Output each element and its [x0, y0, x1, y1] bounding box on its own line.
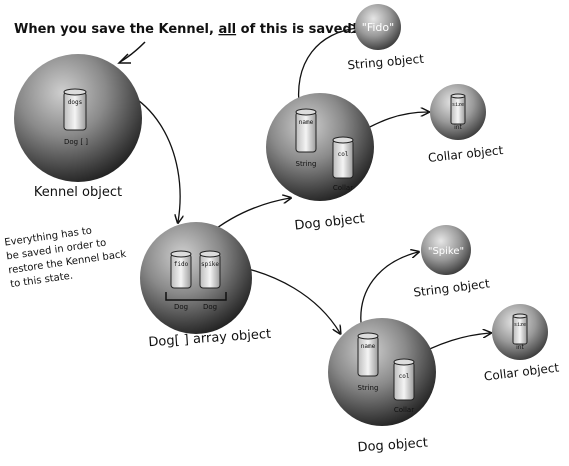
dog-array-sphere: [140, 222, 252, 334]
kennel-label: Kennel object: [34, 185, 122, 200]
dog1-sphere: [266, 93, 374, 201]
svg-text:name: name: [361, 343, 376, 350]
svg-text:size: size: [452, 102, 464, 108]
dog2-sphere: [328, 318, 436, 426]
collar2-label: Collar object: [483, 360, 560, 383]
dog-object-2: name String col Collar Dog object: [328, 318, 436, 455]
array-cup-label-1: Dog: [203, 303, 217, 311]
spike-value: "Spike": [428, 246, 464, 257]
dog2-label: Dog object: [357, 436, 428, 456]
dog1-label: Dog object: [294, 211, 366, 233]
dog1-name-cup: name: [295, 108, 317, 153]
collar-object-2: size int Collar object: [483, 304, 560, 384]
svg-text:fido: fido: [174, 261, 189, 268]
array-cup-fido: fido: [170, 250, 192, 289]
fido-sphere: [355, 4, 401, 50]
dog-array-object: fido spike Dog Dog Dog[ ] array object: [140, 222, 272, 350]
dog1-col-cup-label: Collar: [333, 184, 353, 192]
array-rack: [165, 292, 227, 301]
note-text: Everything has to be saved in order to r…: [4, 225, 127, 290]
arrow-dog2-to-spike: [360, 252, 418, 333]
arrow-dog1-to-fido: [298, 28, 358, 113]
dog-object-1: name String col Collar Dog object: [266, 93, 374, 234]
svg-text:dogs: dogs: [68, 99, 83, 106]
heading-arrowhead: [117, 53, 131, 64]
collar1-size-cup: size: [450, 93, 466, 125]
array-cup-label-0: Dog: [174, 303, 188, 311]
kennel-object: dogs Dog [ ] Kennel object: [14, 54, 142, 200]
svg-text:size: size: [514, 322, 526, 328]
array-cup-spike: spike: [199, 250, 221, 289]
dog-array-label: Dog[ ] array object: [148, 327, 272, 351]
spike-label: String object: [413, 276, 491, 299]
collar1-cup-label: int: [454, 124, 462, 131]
dog2-col-cup-label: Collar: [394, 406, 414, 414]
collar2-size-cup: size: [512, 313, 528, 345]
svg-text:col: col: [338, 151, 349, 158]
dog2-name-cup-label: String: [358, 384, 379, 392]
dog1-name-cup-label: String: [296, 160, 317, 168]
kennel-cup-label: Dog [ ]: [64, 138, 88, 146]
collar-object-1: size int Collar object: [427, 84, 504, 165]
svg-text:name: name: [299, 119, 314, 126]
dog1-col-cup: col: [332, 136, 354, 179]
svg-text:spike: spike: [201, 261, 219, 268]
spike-sphere: [421, 225, 471, 275]
heading: When you save the Kennel, all of this is…: [14, 22, 358, 37]
fido-label: String object: [347, 52, 425, 73]
collar1-label: Collar object: [427, 143, 504, 165]
svg-text:col: col: [399, 373, 410, 380]
fido-value: "Fido": [362, 21, 394, 34]
dog2-name-cup: name: [357, 332, 379, 377]
string-object-fido: "Fido" String object: [347, 4, 425, 72]
kennel-dogs-cup: dogs: [63, 88, 87, 131]
collar2-cup-label: int: [516, 344, 524, 351]
dog2-col-cup: col: [393, 358, 415, 401]
string-object-spike: "Spike" String object: [413, 225, 491, 300]
